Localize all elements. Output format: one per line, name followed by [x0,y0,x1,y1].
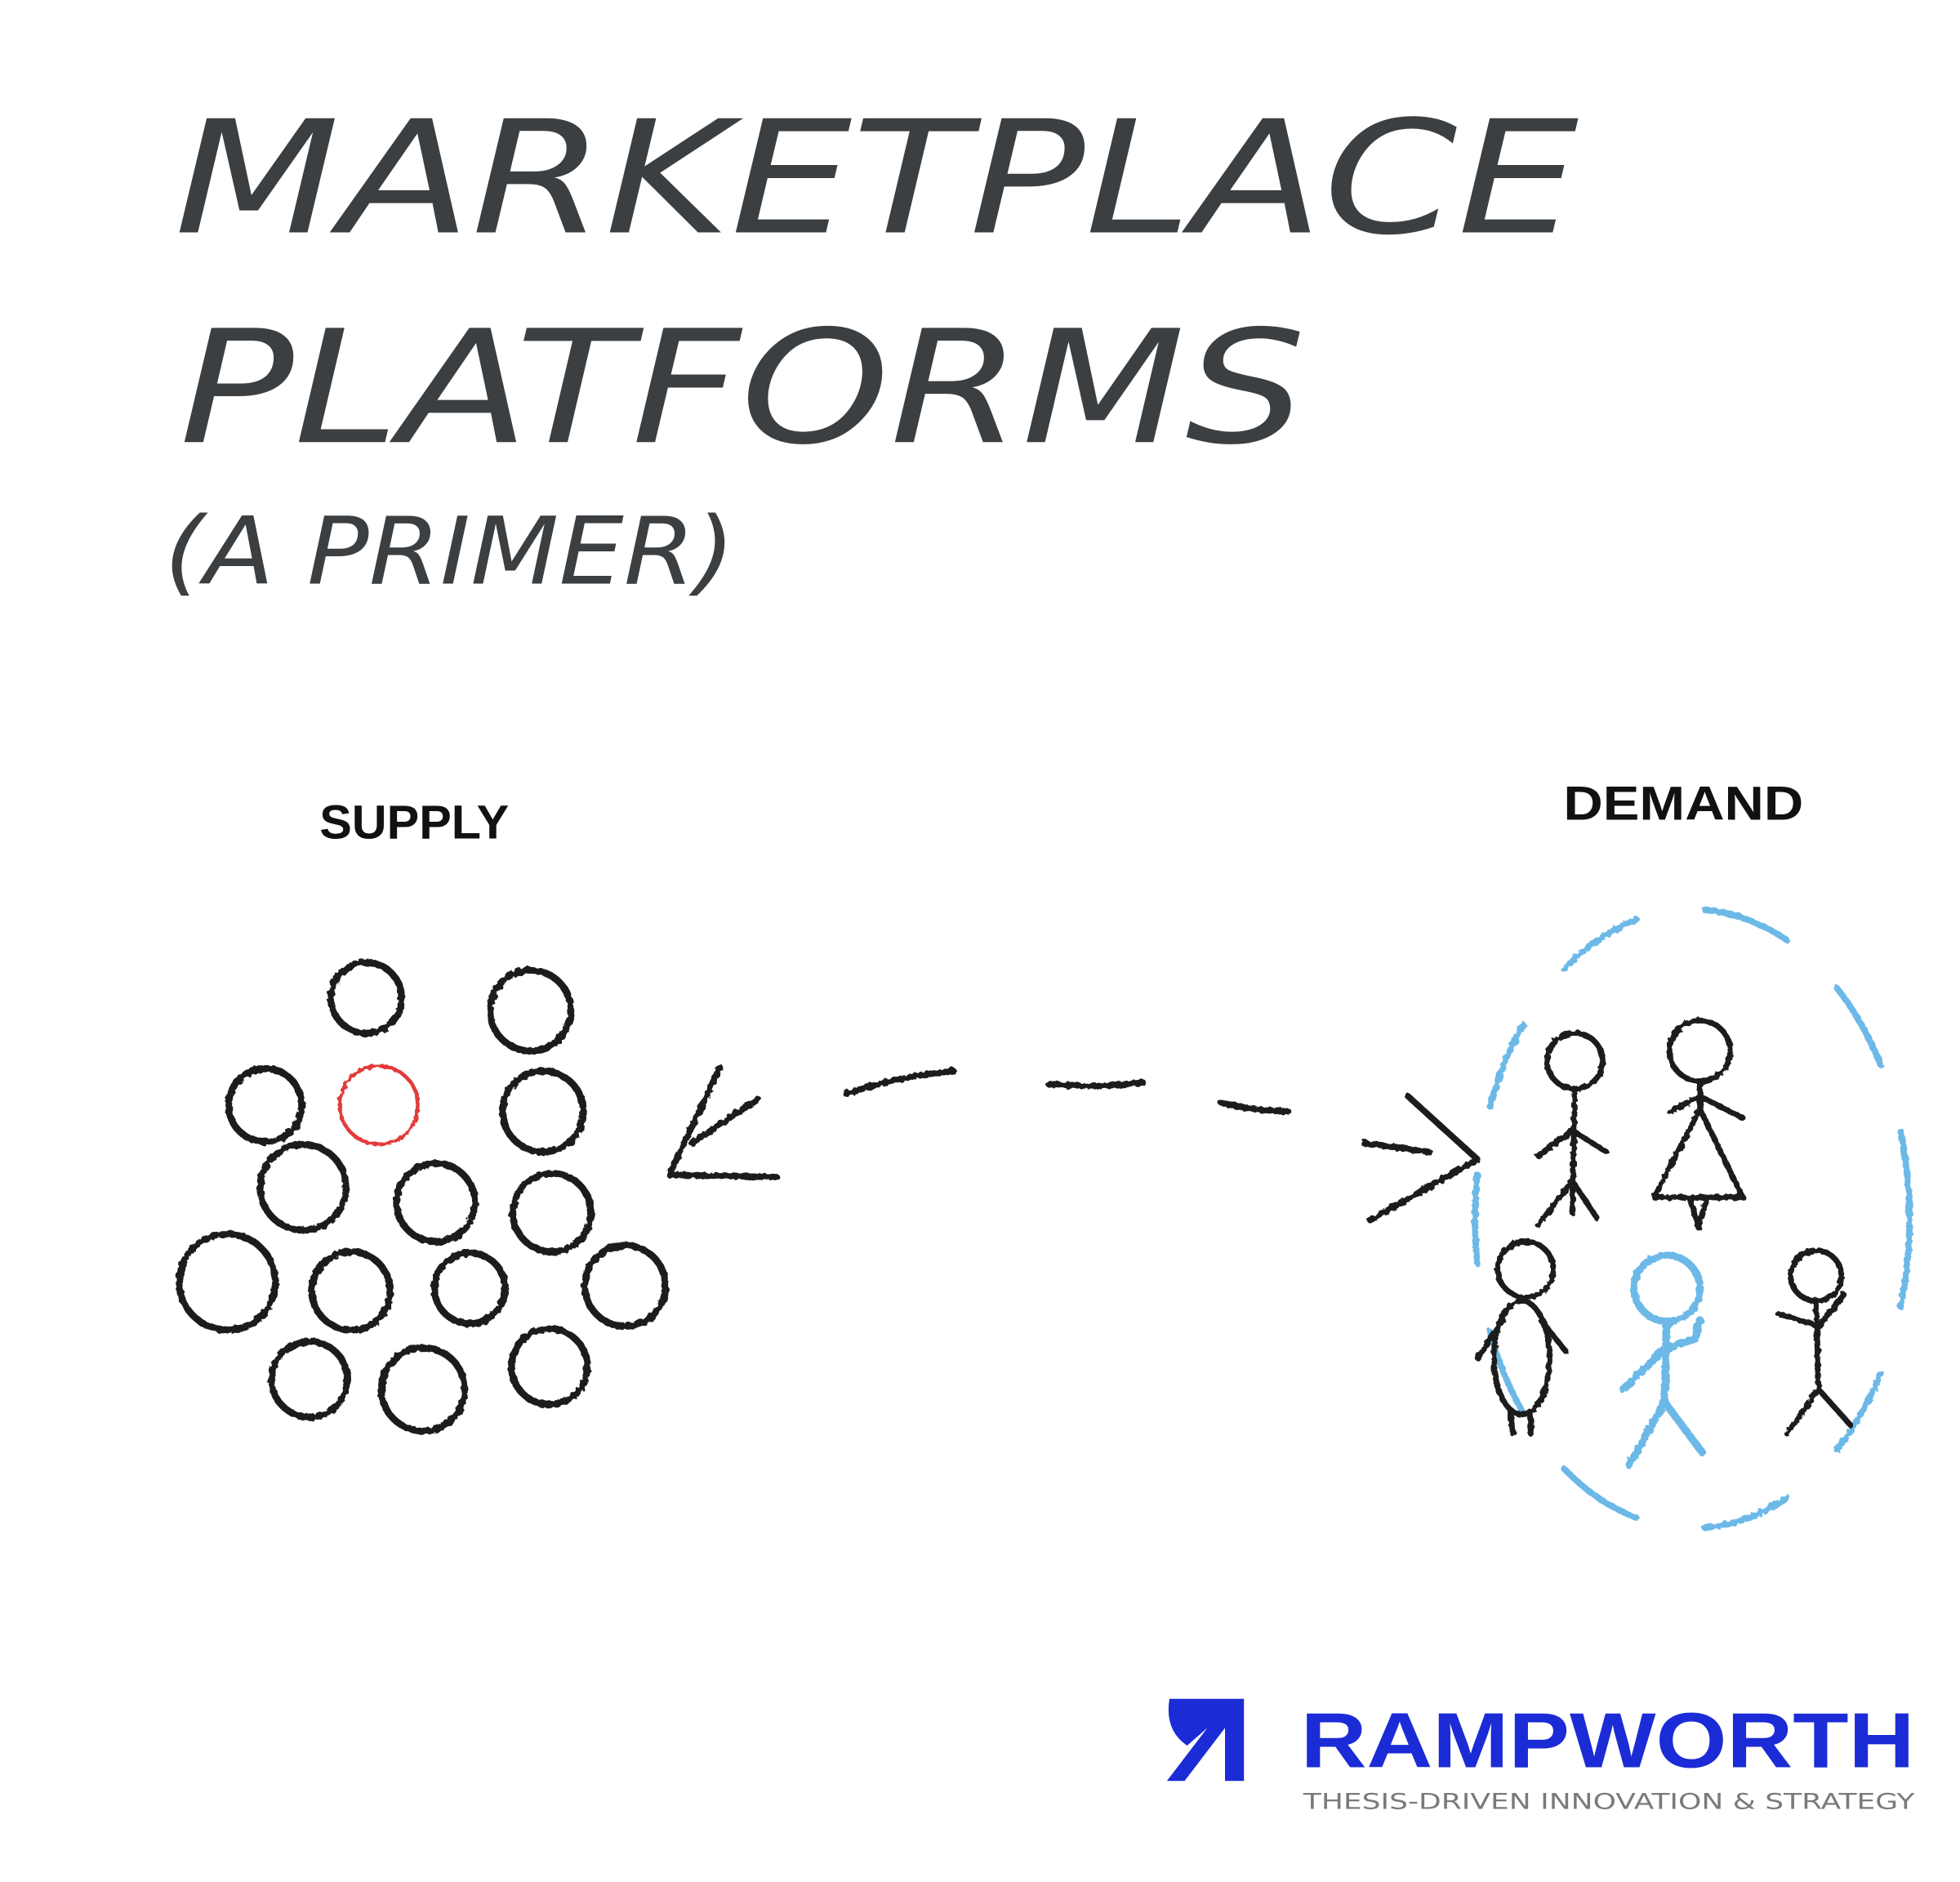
demand-label: DEMAND [1563,778,1803,831]
logo-tagline: THESIS-DRIVEN INNOVATION & STRATEGY [1303,1790,1916,1814]
person-waving [1775,1247,1853,1437]
demand-group [1472,906,1913,1532]
supplier-circle [308,1248,394,1334]
supplier-circle [486,966,575,1055]
supplier-circle [225,1064,305,1146]
supplier-circle [581,1242,670,1330]
supplier-circle [508,1325,591,1408]
title-line-2: PLATFORMS [180,297,1306,479]
supplier-highlighted [337,1064,421,1147]
logo-wordmark: RAMPWORTH [1301,1697,1915,1784]
title-line-1: MARKETPLACE [174,88,1579,270]
person-man [1535,1030,1610,1229]
supplier-circle [176,1230,279,1334]
supplier-circle [499,1068,587,1156]
supplier-circle [268,1337,351,1421]
supplier-circle [430,1249,509,1327]
supplier-circle [256,1140,350,1234]
person-round [1474,1238,1570,1437]
supplier-circle [509,1170,595,1255]
subtitle: (A PRIMER) [164,497,735,605]
supply-label: SUPPLY [319,796,509,850]
rampworth-logo: RAMPWORTH THESIS-DRIVEN INNOVATION & STR… [1166,1697,1916,1814]
demand-boundary [1472,906,1913,1532]
person-woman [1651,1017,1746,1231]
two-way-arrow [666,1064,1481,1224]
rampworth-arrow-icon [1166,1698,1245,1782]
supply-cluster [176,959,670,1435]
supplier-circle [377,1344,469,1435]
person-highlighted [1619,1251,1707,1469]
supplier-circle [393,1159,479,1246]
supplier-circle [327,959,406,1037]
